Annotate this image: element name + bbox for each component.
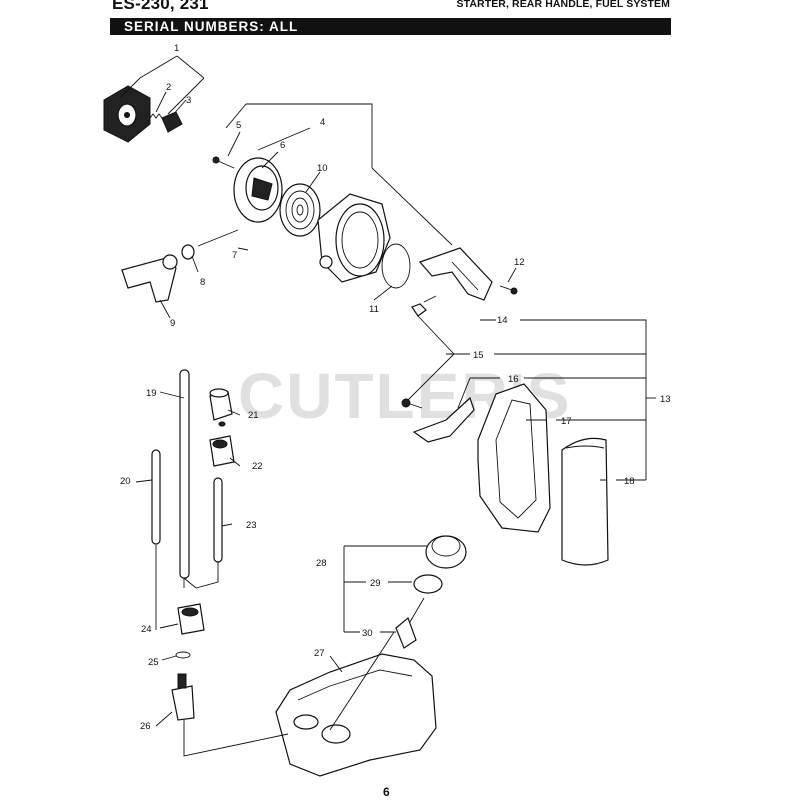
part-1-ratchet [103,85,151,143]
part-20-fuel-tube [151,449,161,545]
part-6-reel [233,157,283,223]
serial-banner: SERIAL NUMBERS: ALL [110,18,671,35]
callout-9: 9 [170,318,175,329]
callout-24: 24 [141,624,152,635]
callout-15: 15 [473,350,484,361]
leader-lines [119,55,656,757]
serial-numbers-label: SERIAL NUMBERS: ALL [124,19,299,34]
part-4-starter-case [317,193,391,283]
callout-17: 17 [561,416,572,427]
part-22-fitting [209,435,235,467]
callout-5: 5 [236,120,241,131]
callout-18: 18 [624,476,635,487]
part-24-grommet [177,603,205,635]
callout-21: 21 [248,410,259,421]
part-27-fuel-tank [275,653,437,777]
part-15-screw-lower [401,398,423,409]
part-23-fuel-tube [213,477,223,563]
callout-23: 23 [246,520,257,531]
part-29-cap-gasket [413,574,443,594]
section-title: STARTER, REAR HANDLE, FUEL SYSTEM [456,0,670,10]
callout-29: 29 [370,578,381,589]
callout-30: 30 [362,628,373,639]
part-5-screw [212,156,235,169]
model-number: ES-230, 231 [112,0,209,13]
callout-22: 22 [252,461,263,472]
callout-1: 1 [174,43,179,54]
part-2-spring [149,113,163,119]
part-10-recoil-spring [279,183,321,237]
part-30-strainer [395,597,425,649]
part-18-grip-cover [561,437,609,566]
part-8-grommet [181,244,195,260]
callout-3: 3 [186,95,191,106]
callouts: 1 2 3 4 5 6 7 8 9 10 11 12 13 14 15 16 1… [120,43,671,732]
part-12-bolt [499,285,518,295]
part-25-o-ring [175,651,191,659]
part-17-rear-handle [477,383,551,533]
callout-28: 28 [316,558,327,569]
callout-25: 25 [148,657,159,668]
part-3-pawl [161,111,183,133]
part-9-starter-handle [121,254,178,303]
part-14-bracket [418,247,493,301]
page-number: 6 [383,785,390,799]
callout-26: 26 [140,721,151,732]
part-7-rope [197,229,239,247]
part-11-gasket [381,243,411,289]
callout-7: 7 [232,250,237,261]
callout-6: 6 [280,140,285,151]
callout-14: 14 [497,315,508,326]
callout-10: 10 [317,163,328,174]
callout-2: 2 [166,82,171,93]
callout-16: 16 [508,374,519,385]
callout-20: 20 [120,476,131,487]
part-21-fuel-filter [209,388,233,427]
callout-27: 27 [314,648,325,659]
callout-4: 4 [320,117,325,128]
part-19-fuel-tube [179,369,190,579]
callout-8: 8 [200,277,205,288]
part-28-fuel-cap [425,535,467,569]
callout-11: 11 [369,304,379,315]
part-15-screw-upper [411,295,437,317]
part-26-valve [171,673,195,721]
callout-12: 12 [514,257,525,268]
callout-13: 13 [660,394,671,405]
callout-19: 19 [146,388,157,399]
part-16-bracket [412,396,475,443]
